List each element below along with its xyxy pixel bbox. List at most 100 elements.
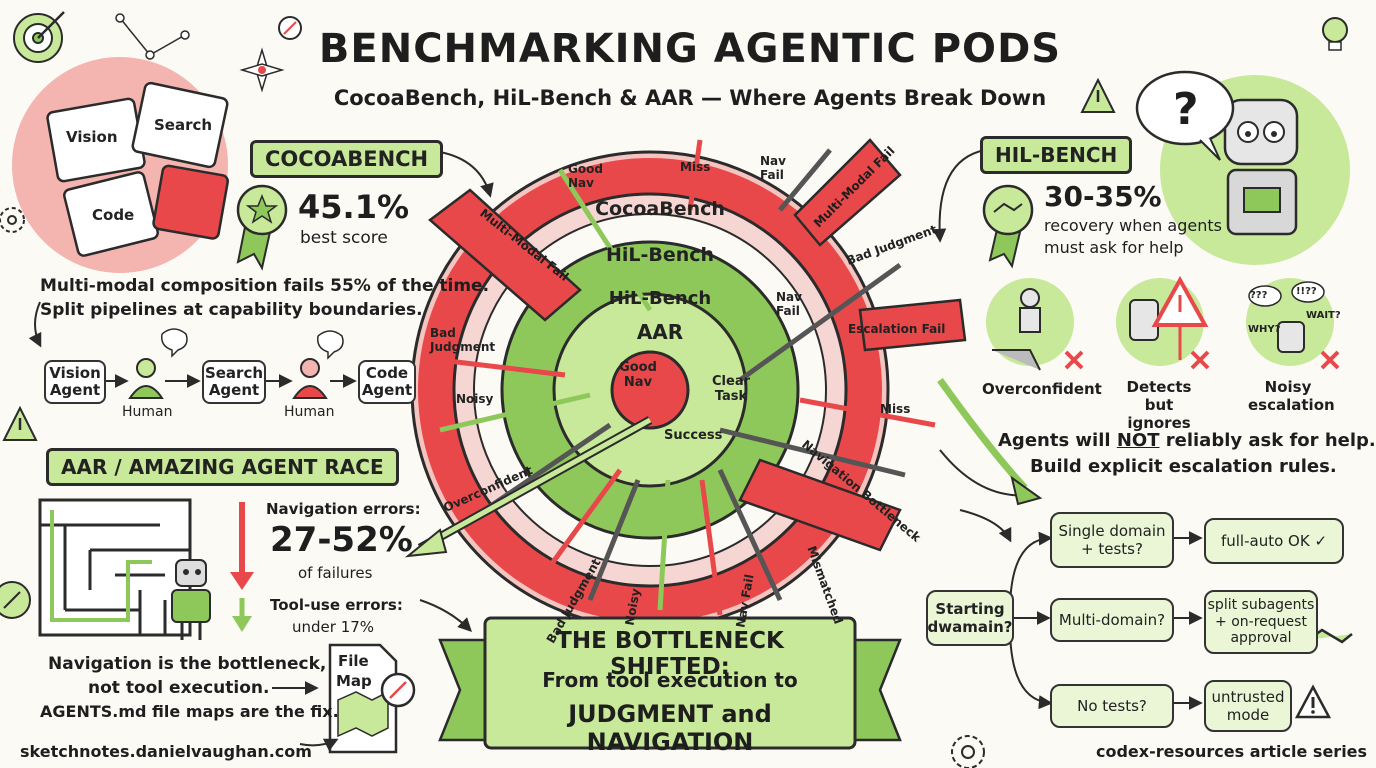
thin-arrows: [439, 139, 936, 616]
warning-icon: [2, 405, 38, 441]
pipeline-human-label: Human: [122, 404, 173, 420]
aar-nav-value: 27-52%: [270, 520, 413, 560]
pipeline-vision-agent: Vision Agent: [44, 360, 106, 404]
bubble-word: !!??: [1296, 286, 1317, 297]
bottleneck-line1: THE BOTTLENECK SHIFTED:: [556, 628, 784, 680]
arrow-label-noisy: Noisy: [456, 392, 494, 406]
arrow-label-nav-fail: Nav Fail: [776, 290, 802, 318]
award-ribbon-icon: [236, 184, 288, 271]
hilbench-text-line2: Build explicit escalation rules.: [1030, 456, 1337, 477]
pipeline-human-label: Human: [284, 404, 335, 420]
bubble-word: WHY?: [1248, 324, 1281, 335]
cocoabench-text-line1: Multi-modal composition fails 55% of the…: [40, 276, 490, 296]
center-label-good-nav: Good Nav: [619, 360, 657, 390]
aar-text-line1: Navigation is the bottleneck,: [48, 654, 327, 674]
human-icon: [292, 330, 344, 399]
aar-trend-arrows: [230, 502, 254, 632]
hil-bench-arrow: [937, 377, 1043, 506]
puzzle-piece-code: Code: [92, 206, 135, 224]
cocoabench-text-line2: Split pipelines at capability boundaries…: [40, 300, 423, 320]
failure-detects-ignores-label: Detects but ignores: [1126, 378, 1192, 432]
aar-tool-label: Tool-use errors:: [270, 596, 403, 614]
hilbench-heading: HIL-BENCH: [980, 136, 1133, 174]
flow-condition-multi-domain: Multi-domain?: [1050, 598, 1174, 642]
network-nodes-icon: [115, 13, 190, 60]
ring-label-hil-bench-inner: HiL-Bench: [608, 288, 712, 309]
compass-icon: [0, 581, 31, 619]
pipeline-arrows: [28, 301, 357, 388]
puzzle-piece-search: Search: [154, 116, 213, 134]
page-title: BENCHMARKING AGENTIC PODS: [318, 26, 1062, 72]
ring-label-hil-bench-outer: HiL-Bench: [605, 244, 715, 266]
flow-start-node: Starting dwamain?: [926, 590, 1014, 646]
cocoabench-heading: COCOABENCH: [250, 140, 444, 178]
ring-label-aar: AAR: [636, 320, 684, 344]
compass-icon: [278, 16, 302, 40]
arrow-label-bad-judgment: Bad Judgment: [430, 326, 496, 354]
bubble-word: WAIT?: [1306, 310, 1341, 321]
center-label-success: Success: [664, 428, 723, 443]
flow-condition-single-domain: Single domain + tests?: [1050, 512, 1174, 568]
fat-arrows: [428, 138, 967, 552]
aar-text-line3: AGENTS.md file maps are the fix.: [40, 702, 339, 721]
maze-icon: [38, 498, 192, 637]
arrow-label-miss: Miss: [680, 160, 711, 174]
question-bubble-icon: ?: [1135, 70, 1235, 161]
arrow-label-nav-fail: Nav Fail: [760, 154, 786, 182]
footer-series: codex-resources article series: [1096, 742, 1368, 761]
footer-site: sketchnotes.danielvaughan.com: [20, 742, 312, 761]
hilbench-recovery-line2: must ask for help: [1044, 238, 1184, 257]
failure-overconfident-label: Overconfident: [982, 380, 1102, 398]
bottleneck-line2: From tool execution to: [542, 668, 798, 692]
ring-label-cocoabench: CocoaBench: [595, 198, 725, 220]
aar-tool-value: under 17%: [292, 618, 375, 636]
handshake-award-icon: [982, 184, 1034, 269]
svg-text:?: ?: [1173, 84, 1199, 135]
hilbench-text-line1c: reliably ask for help.: [1159, 430, 1376, 451]
lightbulb-icon: [1322, 17, 1348, 51]
footer-arrow: [299, 738, 339, 752]
target-icon: [13, 11, 65, 63]
compass-rose-icon: [239, 47, 285, 93]
hilbench-recovery-line1: recovery when agents: [1044, 216, 1222, 235]
hilbench-recovery: 30-35%: [1044, 180, 1162, 213]
file-map-label-line2: Map: [336, 672, 372, 690]
arrow-label-miss: Miss: [880, 402, 911, 416]
aar-nav-suffix: of failures: [298, 564, 373, 582]
hilbench-text-line1: Agents will NOT reliably ask for help.: [998, 430, 1376, 451]
puzzle-icon: [12, 57, 229, 273]
failure-noisy-escalation-icon: [1246, 278, 1334, 366]
robot-icon: [171, 559, 211, 640]
cocoabench-score-label: best score: [300, 228, 388, 248]
puzzle-piece-vision: Vision: [66, 128, 118, 146]
hilbench-text-line1a: Agents will: [998, 430, 1117, 451]
flow-outcome-untrusted-mode: untrusted mode: [1204, 680, 1292, 732]
aar-text-line2: not tool execution.: [88, 678, 270, 698]
pipeline-search-agent: Search Agent: [202, 360, 266, 404]
failure-noisy-escalation-label: Noisy escalation: [1248, 378, 1335, 414]
gear-icon: [0, 207, 25, 233]
page-subtitle: CocoaBench, HiL-Bench & AAR — Where Agen…: [333, 86, 1047, 110]
human-icon: [128, 328, 188, 399]
bottleneck-line3: JUDGMENT and NAVIGATION: [568, 700, 772, 756]
aar-heading: AAR / AMAZING AGENT RACE: [46, 448, 399, 486]
aar-to-target-arrow: [404, 416, 653, 558]
flow-outcome-full-auto: full-auto OK ✓: [1204, 518, 1344, 564]
arrow-label-good-nav: Good Nav: [568, 162, 603, 190]
file-map-icon: [328, 643, 416, 754]
bottleneck-ribbon: [438, 616, 902, 750]
warning-icon: [1294, 684, 1332, 719]
pipeline-code-agent: Code Agent: [358, 360, 416, 404]
flow-outcome-split-subagents: split subagents + on-request approval: [1204, 590, 1318, 654]
file-map-label-line1: File: [338, 652, 369, 670]
flow-condition-no-tests: No tests?: [1050, 684, 1174, 728]
gear-icon: [951, 735, 985, 768]
center-label-clear-task: Clear Task: [712, 374, 750, 404]
warning-icon: [1080, 77, 1116, 113]
arrow-label-escalation-fail: Escalation Fail: [848, 322, 946, 336]
bubble-word: ???: [1250, 290, 1268, 301]
failure-detects-ignores-icon: [1116, 275, 1209, 366]
x-marks: [1064, 350, 1340, 370]
